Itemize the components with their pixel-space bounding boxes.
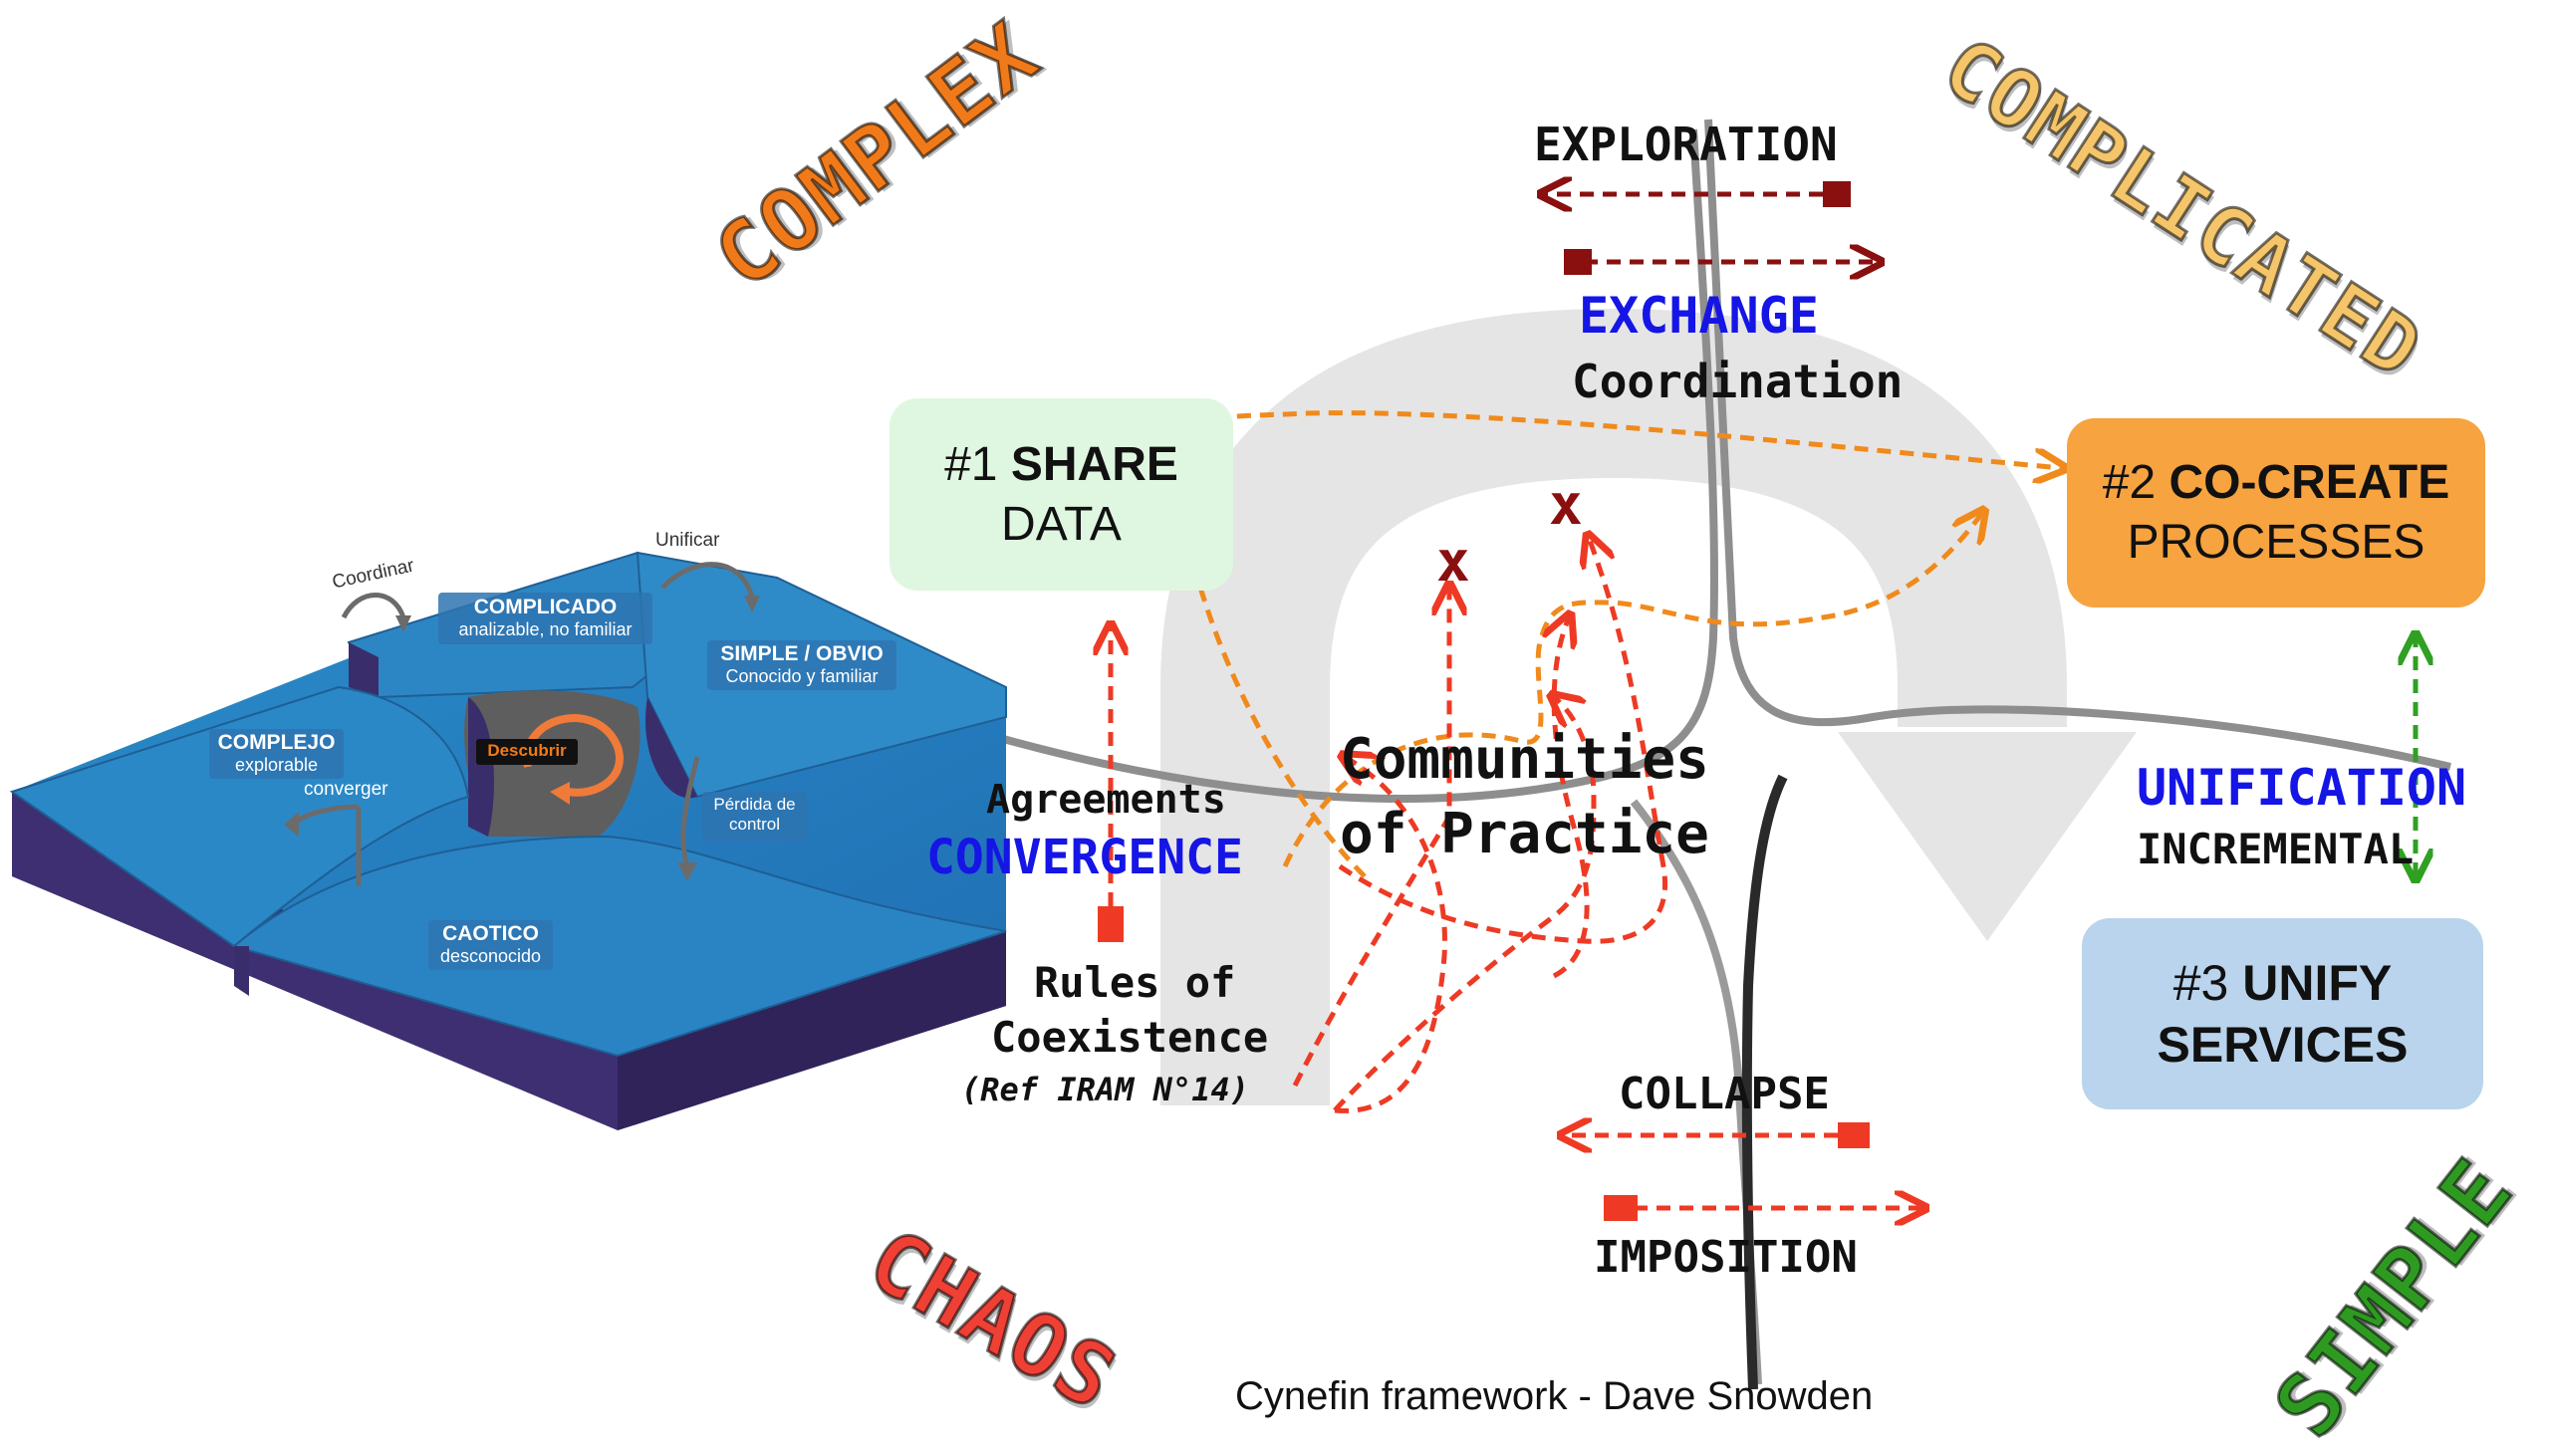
complicado-subtitle: analizable, no familiar (458, 619, 633, 640)
share-number: #1 (944, 437, 998, 491)
share-title: SHARE (1010, 437, 1178, 491)
coordination-label: Coordination (1572, 355, 1904, 408)
rules-label-line1: Rules of (1034, 958, 1236, 1007)
perdida-line1: Pérdida de (713, 795, 796, 814)
complejo-subtitle: explorable (234, 755, 319, 776)
convergence-arrow (1098, 627, 1124, 942)
simple-title: SIMPLE / OBVIO (720, 642, 884, 665)
convergence-label: CONVERGENCE (926, 830, 1243, 885)
cocreate-box-heading: #2 CO-CREATE (2103, 453, 2450, 513)
x-marker-left: x (1436, 530, 1470, 595)
landscape-label-unificar: Unificar (655, 530, 720, 551)
incremental-label: INCREMENTAL (2137, 825, 2415, 873)
landscape-label-converger: converger (304, 779, 388, 800)
caotico-title: CAOTICO (442, 922, 539, 945)
share-box-heading: #1 SHARE (944, 435, 1178, 495)
unify-box-heading: #3 UNIFY (2173, 952, 2393, 1015)
unification-label: UNIFICATION (2137, 759, 2467, 817)
ref-iram-label: (Ref IRAM N°14) (961, 1071, 1249, 1108)
share-data-box: #1 SHARE DATA (890, 398, 1233, 591)
unify-services-box: #3 UNIFY SERVICES (2082, 918, 2483, 1109)
uturn-arrow (1160, 308, 2137, 1105)
landscape-label-perdida: Pérdida de control (702, 795, 807, 834)
simple-subtitle: Conocido y familiar (725, 666, 879, 687)
perdida-line2: control (728, 814, 781, 834)
landscape-label-descubrir: Descubrir (487, 741, 567, 760)
x-marker-right: x (1549, 473, 1583, 538)
landscape-label-complejo: COMPLEJO explorable (209, 731, 344, 776)
complejo-title: COMPLEJO (217, 731, 336, 754)
exploration-label: EXPLORATION (1534, 118, 1838, 171)
framework-credit: Cynefin framework - Dave Snowden (1235, 1374, 1874, 1418)
exchange-label: EXCHANGE (1579, 287, 1819, 345)
complicado-title: COMPLICADO (473, 596, 618, 618)
collapse-imposition-arrows (1564, 1122, 1922, 1221)
landscape-label-caotico: CAOTICO desconocido (428, 922, 553, 967)
imposition-label: IMPOSITION (1594, 1232, 1858, 1283)
communities-label-line2: of Practice (1340, 802, 1709, 866)
orange-loops (1172, 410, 2062, 878)
unify-subtitle: SERVICES (2157, 1017, 2409, 1073)
cocreate-title: CO-CREATE (2168, 456, 2450, 509)
cynefin-landscape (9, 551, 1007, 1130)
domain-boundaries (994, 119, 2451, 1390)
cocreate-number: #2 (2102, 456, 2157, 509)
red-loops (1292, 538, 1667, 1113)
exploration-exchange-arrows (1544, 181, 1878, 275)
cocreate-subtitle: PROCESSES (2127, 516, 2425, 569)
rules-label-line2: Coexistence (991, 1013, 1269, 1062)
landscape-label-simple: SIMPLE / OBVIO Conocido y familiar (707, 642, 896, 687)
unify-number: #3 (2172, 954, 2229, 1011)
communities-label-line1: Communities (1340, 727, 1709, 792)
agreements-label: Agreements (986, 777, 1226, 823)
caotico-subtitle: desconocido (439, 946, 542, 967)
unify-title: UNIFY (2242, 954, 2393, 1011)
landscape-label-complicado: COMPLICADO analizable, no familiar (438, 596, 652, 640)
cocreate-processes-box: #2 CO-CREATE PROCESSES (2067, 418, 2485, 607)
share-subtitle: DATA (1001, 497, 1122, 551)
collapse-label: COLLAPSE (1619, 1069, 1830, 1119)
